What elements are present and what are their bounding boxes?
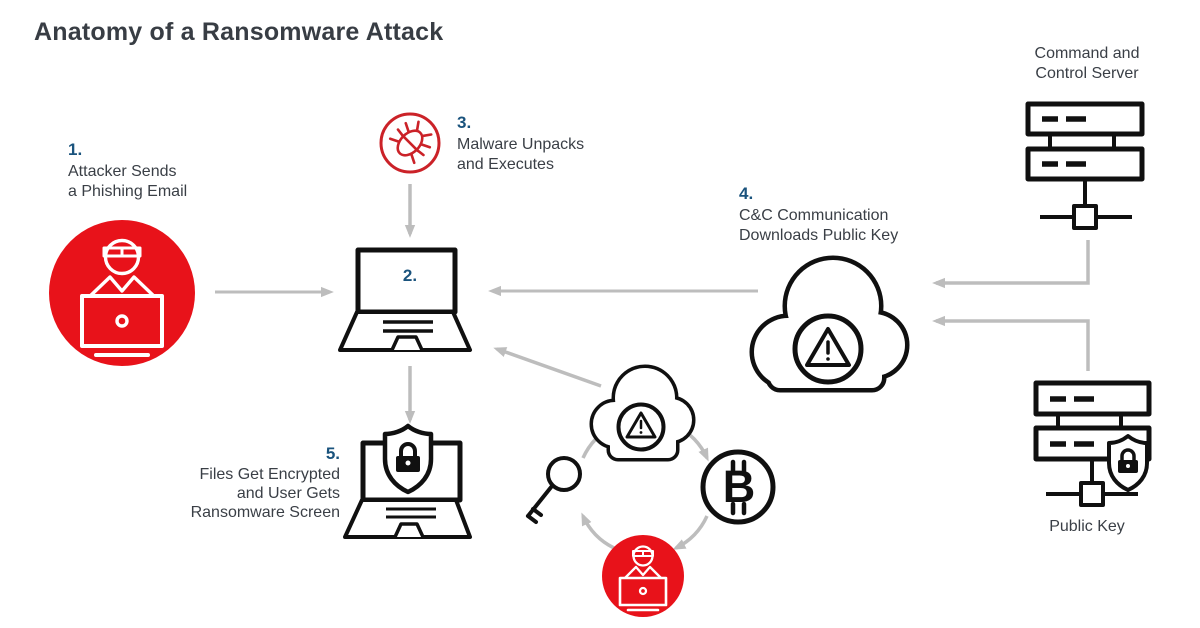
step-5-line-3: Ransomware Screen (190, 504, 340, 521)
step-4-number: 4. (739, 184, 754, 203)
arrow-bitcoin-to-hacker (672, 515, 709, 550)
flow-arrows (215, 184, 1090, 550)
bitcoin-glyph: B (722, 461, 756, 512)
server-icon-public-key (1033, 380, 1152, 507)
warning-triangle-icon (805, 327, 851, 367)
step-5-number: 5. (325, 444, 340, 463)
step-5-line-1: Files Get Encrypted (199, 466, 341, 483)
step-3-label: 3. Malware Unpacks and Executes (457, 113, 584, 175)
shield-lock-icon (382, 423, 434, 495)
cloud-warning-icon-small (589, 364, 696, 462)
step-4-line-1: C&C Communication (739, 207, 889, 224)
warning-triangle-icon (625, 411, 657, 439)
step-2-number: 2. (402, 266, 418, 285)
hacker-laptop-icon-small (602, 535, 684, 617)
bug-icon (379, 112, 441, 174)
arrow-ccserver-to-cloud (932, 240, 1090, 289)
step-3-number: 3. (457, 113, 472, 132)
step-3-line-1: Malware Unpacks (457, 136, 585, 153)
page-title: Anatomy of a Ransomware Attack (34, 18, 444, 46)
ransom-laptop-shield-icon (343, 423, 472, 539)
step-1-label: 1. Attacker Sends a Phishing Email (68, 140, 187, 202)
public-key-label: Public Key (1049, 518, 1125, 535)
command-control-server-label: Command and Control Server (1006, 44, 1168, 84)
step-5-line-2: and User Gets (236, 485, 340, 502)
hacker-laptop-icon (49, 220, 195, 366)
arrow-hacker-to-key (581, 512, 615, 550)
key-icon (526, 456, 582, 524)
server-icon-cc (1025, 101, 1145, 230)
step-1-line-2: a Phishing Email (68, 183, 188, 200)
cc-label-line-2: Control Server (1035, 65, 1139, 82)
arrow-cycle-to-laptop (493, 347, 602, 388)
laptop-icon (338, 247, 472, 352)
step-4-line-2: Downloads Public Key (739, 227, 899, 244)
arrow-publickey-to-cloud (932, 315, 1090, 371)
cc-label-line-1: Command and (1034, 45, 1140, 62)
cloud-warning-icon (749, 255, 910, 393)
step-3-line-2: and Executes (457, 156, 554, 173)
shield-lock-icon (1107, 434, 1149, 492)
step-4-label: 4. C&C Communication Downloads Public Ke… (739, 184, 898, 246)
step-5-label: 5. Files Get Encrypted and User Gets Ran… (130, 444, 340, 522)
step-1-line-1: Attacker Sends (68, 163, 177, 180)
step-1-number: 1. (68, 140, 83, 159)
bitcoin-icon (700, 449, 776, 525)
